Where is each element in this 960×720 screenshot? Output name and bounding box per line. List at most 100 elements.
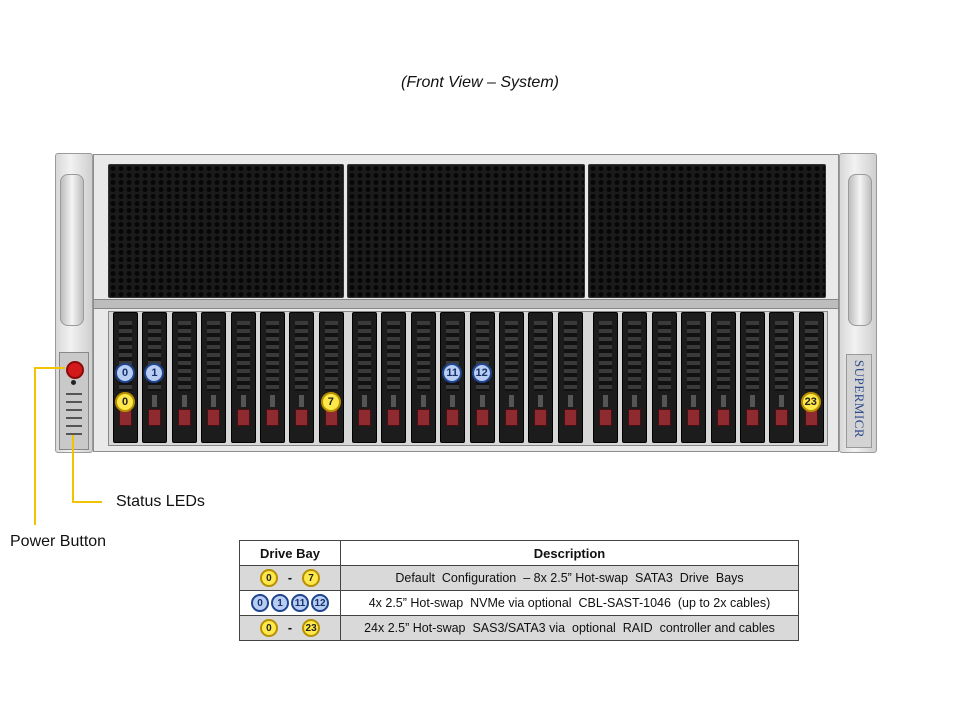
range-separator: - — [287, 571, 293, 585]
drive-vents — [416, 321, 430, 391]
drive-notch — [779, 395, 785, 407]
drive-latch[interactable] — [716, 409, 730, 426]
bay-badge-sata-0: 0 — [115, 392, 135, 412]
drive-vents — [804, 321, 818, 391]
drive-vents — [266, 321, 279, 391]
power-button-icon[interactable] — [66, 361, 84, 379]
drive-latch[interactable] — [505, 409, 518, 426]
fan-grille-right — [588, 164, 826, 298]
fan-grille-left — [108, 164, 344, 298]
drive-notch — [567, 395, 573, 407]
drive-latch[interactable] — [446, 409, 460, 426]
drive-bay-22[interactable] — [769, 312, 795, 443]
header-description: Description — [340, 540, 799, 566]
drive-latch[interactable] — [563, 409, 577, 426]
drive-vents — [628, 321, 642, 391]
drive-vents — [775, 321, 789, 391]
drive-latch[interactable] — [266, 409, 279, 426]
bay-icon: 1 — [271, 594, 289, 612]
leds-callout-line-h — [72, 501, 102, 503]
drive-bay-10[interactable] — [410, 312, 436, 443]
drive-notch — [420, 395, 426, 407]
drive-bay-19[interactable] — [681, 312, 707, 443]
drive-bay-17[interactable] — [622, 312, 648, 443]
drive-bay-6[interactable] — [289, 312, 315, 443]
description-cell: 24x 2.5” Hot-swap SAS3/SATA3 via optiona… — [340, 615, 799, 641]
drive-vents — [534, 321, 548, 391]
drive-bay-8[interactable] — [352, 312, 377, 443]
drive-bay-3[interactable] — [201, 312, 227, 443]
drive-bay-23[interactable] — [798, 312, 824, 443]
bay-badge-nvme-11: 11 — [442, 363, 463, 383]
drive-vents — [657, 321, 671, 391]
drive-bay-4[interactable] — [230, 312, 256, 443]
drive-bay-9[interactable] — [381, 312, 407, 443]
drive-bay-cell: 0-7 — [239, 565, 341, 591]
drive-bay-13[interactable] — [499, 312, 524, 443]
drive-latch[interactable] — [177, 409, 191, 426]
drive-notch — [152, 395, 158, 407]
divider-rail — [94, 299, 838, 309]
drive-notch — [240, 395, 246, 407]
right-handle[interactable] — [848, 174, 872, 326]
drive-bay-20[interactable] — [710, 312, 736, 443]
drive-notch — [181, 395, 187, 407]
range-separator: - — [287, 621, 293, 635]
drive-bay-16[interactable] — [593, 312, 618, 443]
drive-vents — [177, 321, 191, 391]
drive-bay-7[interactable] — [318, 312, 344, 443]
description-cell: Default Configuration – 8x 2.5” Hot-swap… — [340, 565, 799, 591]
left-rack-ear — [55, 153, 93, 453]
bay-badge-nvme-12: 12 — [471, 363, 492, 383]
drive-bay-21[interactable] — [740, 312, 765, 443]
drive-bay-15[interactable] — [557, 312, 583, 443]
drive-latch[interactable] — [358, 409, 371, 426]
drive-latch[interactable] — [295, 409, 309, 426]
drive-notch — [270, 395, 275, 407]
drive-latch[interactable] — [416, 409, 430, 426]
drive-vents — [207, 321, 221, 391]
drive-latch[interactable] — [657, 409, 671, 426]
drive-notch — [479, 395, 485, 407]
table-header-row: Drive Bay Description — [239, 540, 799, 566]
left-handle[interactable] — [60, 174, 84, 326]
drive-latch[interactable] — [207, 409, 221, 426]
drive-vents — [236, 321, 250, 391]
bay-badge-nvme-1: 1 — [144, 363, 165, 383]
drive-latch[interactable] — [534, 409, 548, 426]
drive-notch — [509, 395, 514, 407]
reset-button-icon[interactable] — [71, 380, 76, 385]
control-panel — [59, 352, 89, 450]
drive-latch[interactable] — [599, 409, 612, 426]
view-title: (Front View – System) — [401, 74, 559, 91]
drive-latch[interactable] — [387, 409, 401, 426]
drive-latch[interactable] — [475, 409, 489, 426]
drive-latch[interactable] — [687, 409, 701, 426]
drive-latch[interactable] — [746, 409, 759, 426]
drive-latch[interactable] — [628, 409, 642, 426]
drive-latch[interactable] — [236, 409, 250, 426]
fan-grille-center — [347, 164, 585, 298]
drive-bay-18[interactable] — [651, 312, 677, 443]
drive-vents — [505, 321, 518, 391]
brand-plate: SUPERMICR — [846, 354, 872, 448]
drive-bay-14[interactable] — [528, 312, 554, 443]
drive-latch[interactable] — [148, 409, 162, 426]
drive-notch — [750, 395, 755, 407]
drive-vents — [563, 321, 577, 391]
drive-notch — [538, 395, 544, 407]
drive-vents — [687, 321, 701, 391]
bay-icon: 23 — [302, 619, 321, 637]
bay-badge-nvme-0: 0 — [115, 363, 135, 383]
drive-bay-5[interactable] — [260, 312, 285, 443]
bay-icon: 0 — [251, 594, 269, 612]
drive-notch — [632, 395, 638, 407]
bay-icon: 0 — [259, 569, 278, 587]
drive-latch[interactable] — [775, 409, 789, 426]
bay-badge-sata-23: 23 — [800, 392, 821, 412]
drive-vents — [387, 321, 401, 391]
drive-bay-2[interactable] — [171, 312, 197, 443]
